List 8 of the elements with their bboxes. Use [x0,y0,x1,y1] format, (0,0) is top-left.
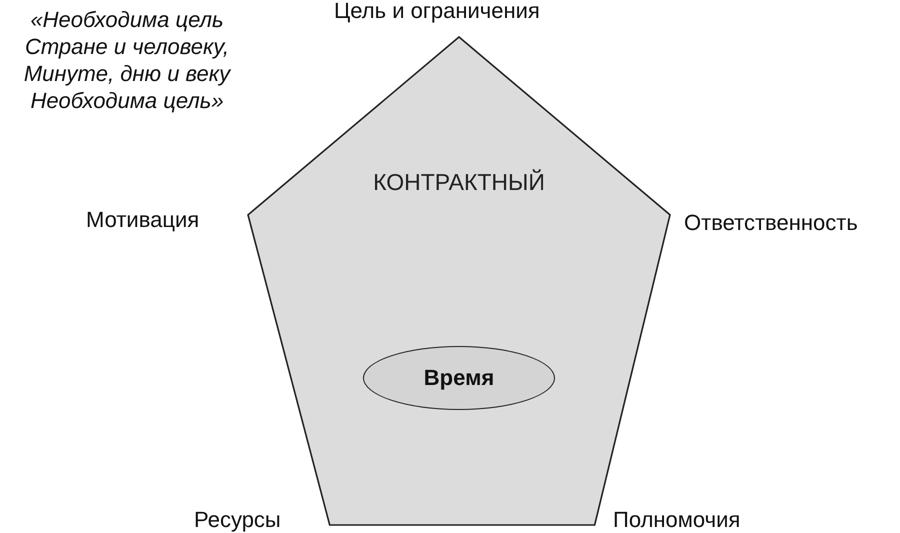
vertex-label: Ресурсы [194,507,281,533]
ellipse-label: Время [424,365,494,391]
vertex-label: Полномочия [613,507,740,533]
vertex-label: Мотивация [86,207,200,233]
pentagon-title: КОНТРАКТНЫЙ [373,169,545,196]
vertex-label: Цель и ограничения [334,0,540,24]
vertex-label: Ответственность [684,210,858,236]
quote-text: «Необходима цель Стране и человеку, Минуте, дню и веку Необходима цель» [22,6,232,114]
